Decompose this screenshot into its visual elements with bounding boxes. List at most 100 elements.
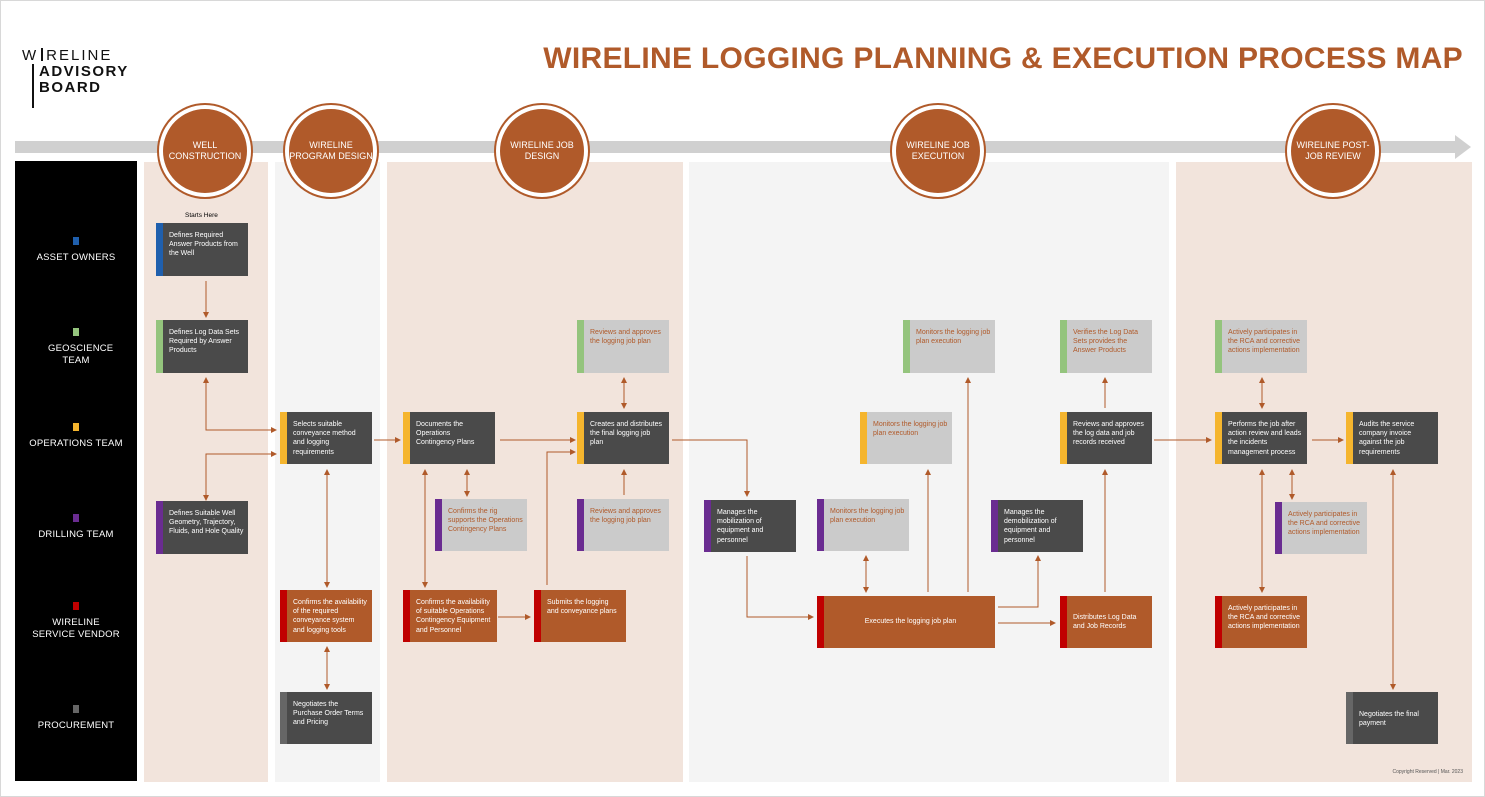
lane-marker-vendor — [73, 602, 79, 610]
node-text: Audits the service company invoice again… — [1359, 421, 1415, 456]
node-text: Documents the Operations Contingency Pla… — [416, 421, 475, 447]
node-text: Monitors the logging job plan execution — [830, 508, 905, 525]
lane-label-asset-owners: ASSET OWNERS — [36, 252, 116, 263]
node-audits-invoice[interactable]: Audits the service company invoice again… — [1346, 412, 1438, 464]
node-defines-answer-products[interactable]: Defines Required Answer Products from th… — [156, 223, 248, 276]
node-ops-monitors[interactable]: Monitors the logging job plan execution — [860, 412, 952, 464]
node-text: Defines Suitable Well Geometry, Trajecto… — [169, 510, 244, 536]
lane-column — [15, 161, 137, 781]
arrow-n10-n12 — [546, 449, 576, 585]
node-bar — [1215, 412, 1222, 464]
node-text: Defines Required Answer Products from th… — [169, 232, 238, 258]
node-text: Confirms the availability of suitable Op… — [416, 599, 491, 634]
node-drilling-monitors[interactable]: Monitors the logging job plan execution — [817, 499, 909, 551]
node-selects-conveyance[interactable]: Selects suitable conveyance method and l… — [280, 412, 372, 464]
node-text: Submits the logging and conveyance plans — [547, 599, 617, 616]
timeline-arrowhead — [1455, 135, 1471, 159]
node-text: Performs the job after action review and… — [1228, 421, 1302, 456]
arrow-n18-n19 — [998, 555, 1041, 608]
node-bar — [991, 500, 998, 552]
logo-divider — [32, 64, 34, 108]
node-text: Manages the mobilization of equipment an… — [717, 509, 764, 544]
node-drilling-rca[interactable]: Actively participates in the RCA and cor… — [1275, 502, 1367, 554]
node-submits-plans[interactable]: Submits the logging and conveyance plans — [534, 590, 626, 642]
node-bar — [577, 412, 584, 464]
node-defines-well-geometry[interactable]: Defines Suitable Well Geometry, Trajecto… — [156, 501, 248, 554]
node-text: Creates and distributes the final loggin… — [590, 421, 662, 447]
node-demobilization[interactable]: Manages the demobilization of equipment … — [991, 500, 1083, 552]
node-bar — [156, 501, 163, 554]
node-executes-plan[interactable]: Executes the logging job plan — [817, 596, 995, 648]
node-verifies-log-data[interactable]: Verifies the Log Data Sets provides the … — [1060, 320, 1152, 373]
node-bar — [577, 320, 584, 373]
node-bar — [403, 412, 410, 464]
phase-job-design: WIRELINE JOB DESIGN — [496, 105, 588, 197]
node-bar — [1215, 320, 1222, 373]
node-bar — [1275, 502, 1282, 554]
arrow-n12-n14 — [672, 439, 750, 497]
node-reviews-log-data[interactable]: Reviews and approves the log data and jo… — [1060, 412, 1152, 464]
node-negotiates-final-payment[interactable]: Negotiates the final payment — [1346, 692, 1438, 744]
node-geo-reviews-plan[interactable]: Reviews and approves the logging job pla… — [577, 320, 669, 373]
node-bar — [903, 320, 910, 373]
node-text: Executes the logging job plan — [864, 618, 957, 625]
starts-here-label: Starts Here — [185, 212, 218, 219]
lane-marker-operations — [73, 423, 79, 431]
node-mobilization[interactable]: Manages the mobilization of equipment an… — [704, 500, 796, 552]
arrow-n3-n4 — [203, 451, 277, 501]
copyright: Copyright Reserved | Mar. 2023 — [1392, 769, 1463, 775]
node-text: Reviews and approves the logging job pla… — [590, 329, 661, 346]
node-bar — [1215, 596, 1222, 648]
node-text: Monitors the logging job plan execution — [873, 421, 948, 438]
node-bar — [280, 692, 287, 744]
node-confirms-conveyance-availability[interactable]: Confirms the availability of the require… — [280, 590, 372, 642]
node-vendor-rca[interactable]: Actively participates in the RCA and cor… — [1215, 596, 1307, 648]
node-text: Confirms the availability of the require… — [293, 599, 367, 634]
node-bar — [1060, 412, 1067, 464]
phase-well-construction: WELL CONSTRUCTION — [159, 105, 251, 197]
phase-bg-post-job-review — [1176, 162, 1472, 782]
node-bar — [1060, 320, 1067, 373]
node-confirms-rig-supports[interactable]: Confirms the rig supports the Operations… — [435, 499, 527, 551]
phase-post-job-review: WIRELINE POST-JOB REVIEW — [1287, 105, 1379, 197]
node-creates-final-plan[interactable]: Creates and distributes the final loggin… — [577, 412, 669, 464]
logo-line3: BOARD — [39, 79, 102, 96]
node-text: Defines Log Data Sets Required by Answer… — [169, 329, 240, 355]
node-text: Selects suitable conveyance method and l… — [293, 421, 356, 456]
node-bar — [817, 499, 824, 551]
node-bar — [156, 223, 163, 276]
node-distributes-log-data[interactable]: Distributes Log Data and Job Records — [1060, 596, 1152, 648]
lane-label-procurement: PROCUREMENT — [37, 720, 115, 731]
lane-marker-geoscience — [73, 328, 79, 336]
node-text: Distributes Log Data and Job Records — [1073, 614, 1137, 631]
phase-job-execution: WIRELINE JOB EXECUTION — [892, 105, 984, 197]
node-drilling-reviews-plan[interactable]: Reviews and approves the logging job pla… — [577, 499, 669, 551]
node-documents-contingency[interactable]: Documents the Operations Contingency Pla… — [403, 412, 495, 464]
node-text: Verifies the Log Data Sets provides the … — [1073, 329, 1138, 355]
lane-label-vendor: WIRELINE SERVICE VENDOR — [32, 617, 120, 640]
node-text: Monitors the logging job plan execution — [916, 329, 991, 346]
node-text: Negotiates the Purchase Order Terms and … — [293, 701, 364, 727]
lane-label-geoscience: GEOSCIENCE TEAM — [48, 343, 114, 366]
node-geo-monitors[interactable]: Monitors the logging job plan execution — [903, 320, 995, 373]
node-text: Actively participates in the RCA and cor… — [1288, 511, 1360, 537]
page-title: WIRELINE LOGGING PLANNING & EXECUTION PR… — [543, 42, 1463, 75]
node-text: Reviews and approves the log data and jo… — [1073, 421, 1144, 447]
node-bar — [403, 590, 410, 642]
phase-bg-job-design — [387, 162, 683, 782]
node-confirms-contingency-equipment[interactable]: Confirms the availability of suitable Op… — [403, 590, 497, 642]
arrow-n14-n18 — [746, 556, 814, 620]
node-after-action-review[interactable]: Performs the job after action review and… — [1215, 412, 1307, 464]
lane-marker-asset-owners — [73, 237, 79, 245]
node-text: Confirms the rig supports the Operations… — [448, 508, 523, 534]
node-text: Reviews and approves the logging job pla… — [590, 508, 661, 525]
node-defines-log-data-sets[interactable]: Defines Log Data Sets Required by Answer… — [156, 320, 248, 373]
node-geo-rca[interactable]: Actively participates in the RCA and cor… — [1215, 320, 1307, 373]
lane-marker-drilling — [73, 514, 79, 522]
phase-program-design: WIRELINE PROGRAM DESIGN — [285, 105, 377, 197]
node-negotiates-po[interactable]: Negotiates the Purchase Order Terms and … — [280, 692, 372, 744]
logo-line2: ADVISORY — [39, 63, 129, 80]
node-bar — [704, 500, 711, 552]
